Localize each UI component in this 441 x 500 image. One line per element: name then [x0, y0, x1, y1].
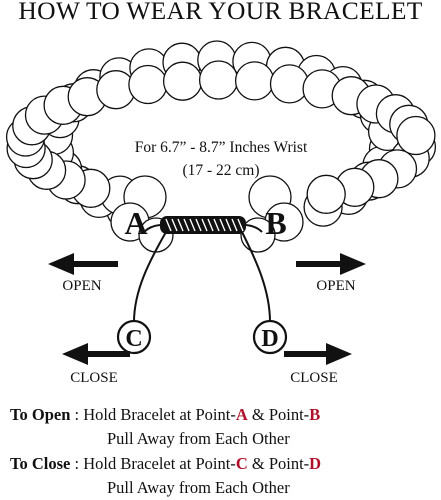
bead	[162, 61, 203, 101]
knot-stripe	[171, 218, 178, 232]
open-left-arrow-icon	[48, 253, 118, 275]
sliding-knot	[143, 216, 263, 234]
close-point-2: D	[309, 454, 322, 473]
bead	[306, 174, 346, 214]
point-d-marker: D	[252, 319, 288, 355]
page-title: HOW TO WEAR YOUR BRACELET	[18, 0, 423, 25]
wrist-size-line2: (17 - 22 cm)	[182, 162, 259, 179]
knot-stripe	[237, 218, 244, 232]
open-instruction-label: To Open	[10, 405, 71, 424]
point-c-marker: C	[116, 319, 152, 355]
point-c-label: C	[125, 326, 142, 352]
close-right-label: CLOSE	[290, 370, 338, 386]
bead	[396, 115, 436, 156]
knot-stripe	[195, 218, 202, 232]
knot-stripe	[213, 218, 220, 232]
knot-stripe	[177, 218, 184, 232]
open-point-1: A	[235, 405, 248, 424]
knot-stripe	[165, 218, 172, 232]
open-right-label: OPEN	[316, 278, 355, 294]
point-d-label: D	[261, 326, 278, 352]
open-instruction-line1: To Open : Hold Bracelet at Point-A & Poi…	[10, 405, 321, 424]
close-instruction-label: To Close	[10, 454, 71, 473]
knot-stripe	[201, 218, 208, 232]
bead	[269, 64, 310, 104]
open-left-label: OPEN	[62, 278, 101, 294]
bead	[198, 60, 239, 100]
knot-stripe	[189, 218, 196, 232]
knot-stripe	[231, 218, 238, 232]
close-left-label: CLOSE	[70, 370, 118, 386]
bead	[234, 61, 275, 101]
open-point-2: B	[309, 405, 321, 424]
cord-to-c	[133, 231, 167, 323]
open-right-arrow-icon	[296, 253, 366, 275]
knot-stripe	[225, 218, 232, 232]
cord-to-d	[241, 231, 271, 323]
bead	[128, 64, 168, 105]
point-b-label: B	[265, 205, 286, 241]
close-right-arrow-icon	[284, 343, 352, 365]
open-instruction-line2: Pull Away from Each Other	[107, 429, 290, 448]
close-left-arrow-icon	[62, 343, 130, 365]
knot-stripe	[183, 218, 190, 232]
wrist-size-line1: For 6.7” - 8.7” Inches Wrist	[135, 139, 308, 156]
point-a-label: A	[124, 205, 147, 241]
bracelet-diagram: For 6.7” - 8.7” Inches Wrist (17 - 22 cm…	[5, 40, 437, 386]
close-point-1: C	[235, 454, 248, 473]
close-instruction-line2: Pull Away from Each Other	[107, 478, 290, 497]
close-instruction-line1: To Close : Hold Bracelet at Point-C & Po…	[10, 454, 322, 473]
knot-stripe	[219, 218, 226, 232]
knot-stripe	[207, 218, 214, 232]
